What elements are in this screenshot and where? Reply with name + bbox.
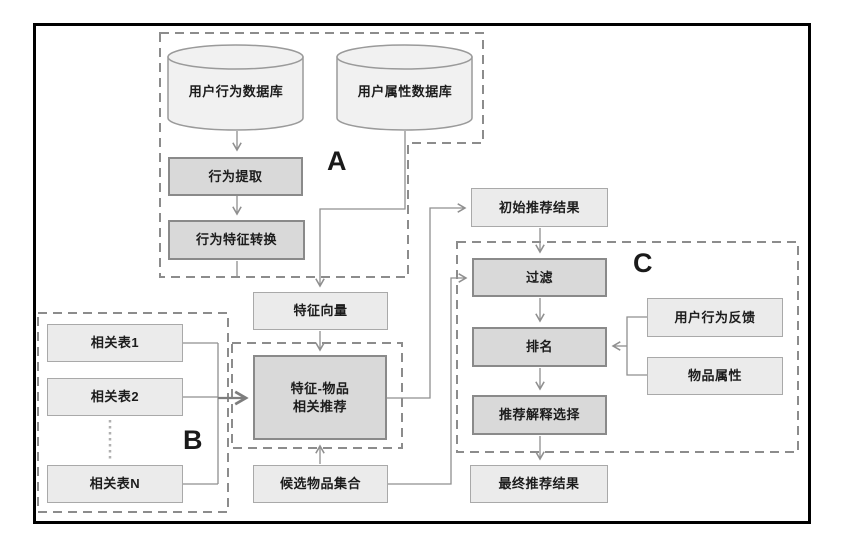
- edge-attributedb-to-featurevector: [315, 131, 406, 288]
- group-a-label: A: [327, 146, 347, 176]
- node-behavior-feature-conversion-label: 行为特征转换: [195, 232, 277, 248]
- node-feature-vector: 特征向量: [253, 292, 388, 330]
- group-b-label: B: [183, 425, 203, 455]
- node-user-behavior-db-label: 用户行为数据库: [188, 83, 284, 99]
- node-related-table-1-label: 相关表1: [90, 335, 140, 351]
- group-b-outline: [37, 312, 229, 513]
- node-filter: 过滤: [472, 258, 607, 297]
- node-final-results: 最终推荐结果: [470, 465, 608, 503]
- node-explanation-selection: 推荐解释选择: [472, 395, 607, 435]
- node-user-feedback-label: 用户行为反馈: [674, 309, 756, 325]
- node-user-feedback: 用户行为反馈: [647, 298, 783, 337]
- node-feature-vector-label: 特征向量: [293, 303, 348, 319]
- node-behavior-extraction-label: 行为提取: [208, 168, 263, 184]
- node-feature-item-line2: 相关推荐: [292, 398, 347, 414]
- user-attribute-db-cylinder: [336, 44, 473, 131]
- node-behavior-feature-conversion: 行为特征转换: [168, 220, 305, 260]
- node-user-behavior-db: 用户行为数据库: [170, 72, 302, 108]
- group-c-outline: [456, 241, 799, 453]
- node-related-table-2: 相关表2: [47, 378, 183, 416]
- node-item-attributes-label: 物品属性: [687, 368, 742, 384]
- node-explanation-selection-label: 推荐解释选择: [498, 407, 580, 423]
- edge-candidates-to-filter: [388, 273, 468, 485]
- node-related-table-n-label: 相关表N: [89, 476, 141, 492]
- node-related-table-n: 相关表N: [47, 465, 183, 503]
- node-item-attributes: 物品属性: [647, 357, 783, 395]
- node-initial-results-label: 初始推荐结果: [498, 199, 580, 215]
- node-candidate-items: 候选物品集合: [253, 465, 388, 503]
- edge-featureitem-to-initial: [387, 203, 467, 399]
- group-c-label: C: [633, 248, 653, 278]
- node-initial-results: 初始推荐结果: [471, 188, 608, 227]
- node-related-table-1: 相关表1: [47, 324, 183, 362]
- node-feature-item-recommendation: 特征-物品 相关推荐: [253, 355, 387, 440]
- node-ranking-label: 排名: [525, 339, 553, 355]
- user-behavior-db-cylinder: [167, 44, 304, 131]
- node-ranking: 排名: [472, 327, 607, 367]
- node-user-attribute-db-label: 用户属性数据库: [357, 83, 453, 99]
- node-final-results-label: 最终推荐结果: [498, 476, 580, 492]
- node-filter-label: 过滤: [525, 269, 553, 285]
- group-a-outline: [159, 32, 484, 278]
- node-candidate-items-label: 候选物品集合: [279, 476, 361, 492]
- node-related-table-2-label: 相关表2: [90, 389, 140, 405]
- node-behavior-extraction: 行为提取: [168, 157, 303, 196]
- node-feature-item-line1: 特征-物品: [290, 380, 350, 396]
- edge-feedback-bracket: [626, 316, 647, 376]
- node-user-attribute-db: 用户属性数据库: [339, 72, 471, 108]
